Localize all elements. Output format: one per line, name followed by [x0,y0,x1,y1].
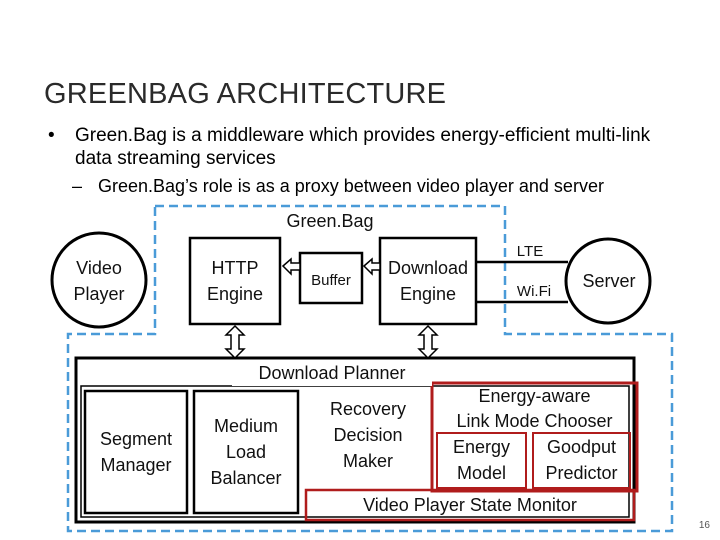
slide-top-band [0,0,720,58]
video-player-node [50,231,148,329]
video-player-label-1: Video [76,258,122,278]
http-engine-label-1: HTTP [211,258,259,278]
segment-manager-label-2: Manager [100,455,172,475]
download-engine-label-1: Download [387,258,469,278]
energy-model-box [436,432,527,489]
segment-manager-label-1: Segment [99,429,173,449]
http-planner-arrow [224,324,246,360]
wifi-label: Wi.Fi [516,283,552,300]
download-planner-label: Download Planner [232,360,432,386]
server-node [564,237,652,325]
goodput-predictor-label-1: Goodput [546,437,617,457]
recovery-decision-maker-label-2: Decision [333,425,403,445]
medium-load-balancer-label-2: Load [225,442,267,462]
http-engine-label-2: Engine [206,284,264,304]
energy-model-label-2: Model [456,463,507,483]
greenbag-label: Green.Bag [286,211,374,231]
server-label: Server [582,271,636,291]
buffer-to-http-arrow [281,257,301,276]
download-engine-label-2: Engine [399,284,457,304]
medium-load-balancer-box [192,389,300,515]
bullet-1-text: Green.Bag is a middleware which provides… [75,125,651,169]
state-monitor-box [304,488,636,522]
download-engine-planner-arrow [417,324,439,360]
bullet-2-text: Green.Bag’s role is as a proxy between v… [98,176,604,196]
slide-title: GREENBAG ARCHITECTURE [44,78,447,110]
bullet-dash: – [72,176,83,196]
download-engine-box [378,236,478,326]
page-number: 16 [698,520,710,531]
energy-aware-label-1: Energy-aware [478,386,591,406]
segment-manager-box [83,389,189,515]
buffer-box [298,251,364,305]
goodput-predictor-box [532,432,631,489]
energy-aware-label-2: Link Mode Chooser [456,411,613,431]
goodput-predictor-label-2: Predictor [545,463,618,483]
buffer-label: Buffer [311,272,351,289]
medium-load-balancer-label-3: Balancer [210,468,282,488]
lte-label: LTE [516,243,544,260]
greenbag-dashed-boundary [66,204,674,533]
energy-model-label-1: Energy [452,437,511,457]
video-player-label-2: Player [73,284,125,304]
recovery-decision-maker-label-1: Recovery [329,399,407,419]
http-engine-box [188,236,282,326]
bullet-dot: • [48,125,55,146]
state-monitor-label: Video Player State Monitor [363,495,577,515]
download-engine-to-buffer-arrow [362,257,381,276]
medium-load-balancer-label-1: Medium [213,416,279,436]
recovery-decision-maker-label-3: Maker [342,451,393,471]
